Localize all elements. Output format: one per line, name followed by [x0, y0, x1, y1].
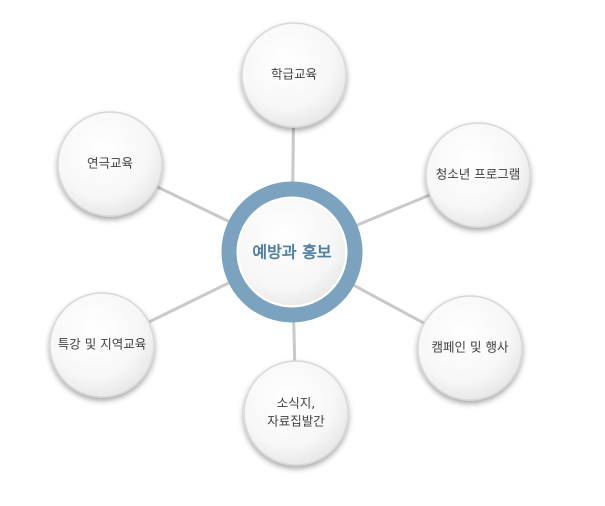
node-label: 자료집발간: [267, 414, 325, 429]
center-node: 예방과 홍보: [221, 181, 363, 323]
connector-youth-program: [356, 193, 431, 227]
node-label: 캠페인 및 행사: [432, 340, 509, 355]
connector-campaign-events: [352, 283, 425, 325]
connector-special-regional-education: [148, 281, 230, 324]
node-campaign-events: 캠페인 및 행사: [417, 295, 523, 401]
center-label: 예방과 홍보: [252, 243, 331, 262]
node-label: 청소년 프로그램: [436, 167, 520, 182]
center-disc: [237, 197, 347, 307]
node-circle: [417, 295, 523, 401]
node-special-regional-education: 특강 및 지역교육: [49, 292, 155, 398]
center-ring: [221, 181, 363, 323]
connector-newsletter-publication: [292, 321, 297, 362]
connector-lines: [148, 126, 431, 362]
node-circle: [425, 122, 531, 228]
connector-school-education: [291, 126, 295, 183]
node-youth-program: 청소년 프로그램: [425, 122, 531, 228]
node-circle: [49, 292, 155, 398]
node-drama-education: 연극교육: [57, 111, 163, 217]
node-label: 특강 및 지역교육: [58, 337, 146, 352]
node-label: 연극교육: [87, 156, 133, 171]
node-label: 소식지,: [277, 396, 315, 411]
node-label: 학급교육: [271, 67, 317, 82]
node-circle: [243, 360, 349, 466]
node-circle: [57, 111, 163, 217]
node-school-education: 학급교육: [241, 22, 347, 128]
node-newsletter-publication: 소식지, 자료집발간: [243, 360, 349, 466]
connector-drama-education: [156, 185, 230, 223]
node-circle: [241, 22, 347, 128]
